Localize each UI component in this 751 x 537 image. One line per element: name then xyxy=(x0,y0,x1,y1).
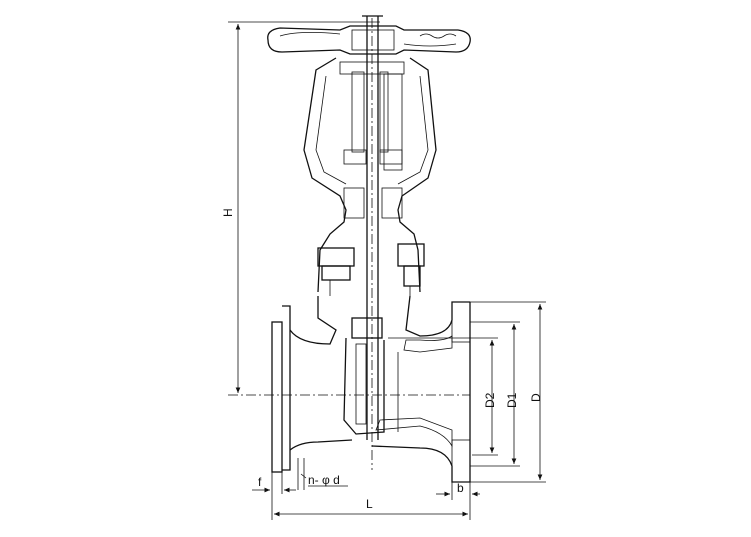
gland-bolts xyxy=(317,243,425,296)
dim-label-d2: D2 xyxy=(483,392,497,408)
handwheel xyxy=(267,25,471,55)
dim-label-h: H xyxy=(221,208,235,217)
dimension-d2: D2 xyxy=(388,337,498,456)
center-lines xyxy=(228,18,470,470)
dim-label-f: f xyxy=(258,475,262,489)
dimension-bolt-holes: n- φ d xyxy=(297,458,348,490)
dim-label-b: b xyxy=(457,481,464,495)
dimension-h: H xyxy=(221,21,380,393)
valve-body xyxy=(271,295,471,483)
dim-label-l: L xyxy=(366,497,373,511)
yoke-bonnet xyxy=(303,57,437,293)
dimension-f: f xyxy=(252,470,296,494)
dim-label-d1: D1 xyxy=(505,392,519,408)
dim-label-bolt-holes: n- φ d xyxy=(308,473,340,487)
dimension-l: L xyxy=(271,472,471,520)
dimension-d: D xyxy=(470,301,546,483)
dim-label-d: D xyxy=(529,393,543,402)
dimension-b: b xyxy=(436,481,480,500)
valve-stem xyxy=(362,15,383,440)
dimension-d1: D1 xyxy=(470,321,520,467)
